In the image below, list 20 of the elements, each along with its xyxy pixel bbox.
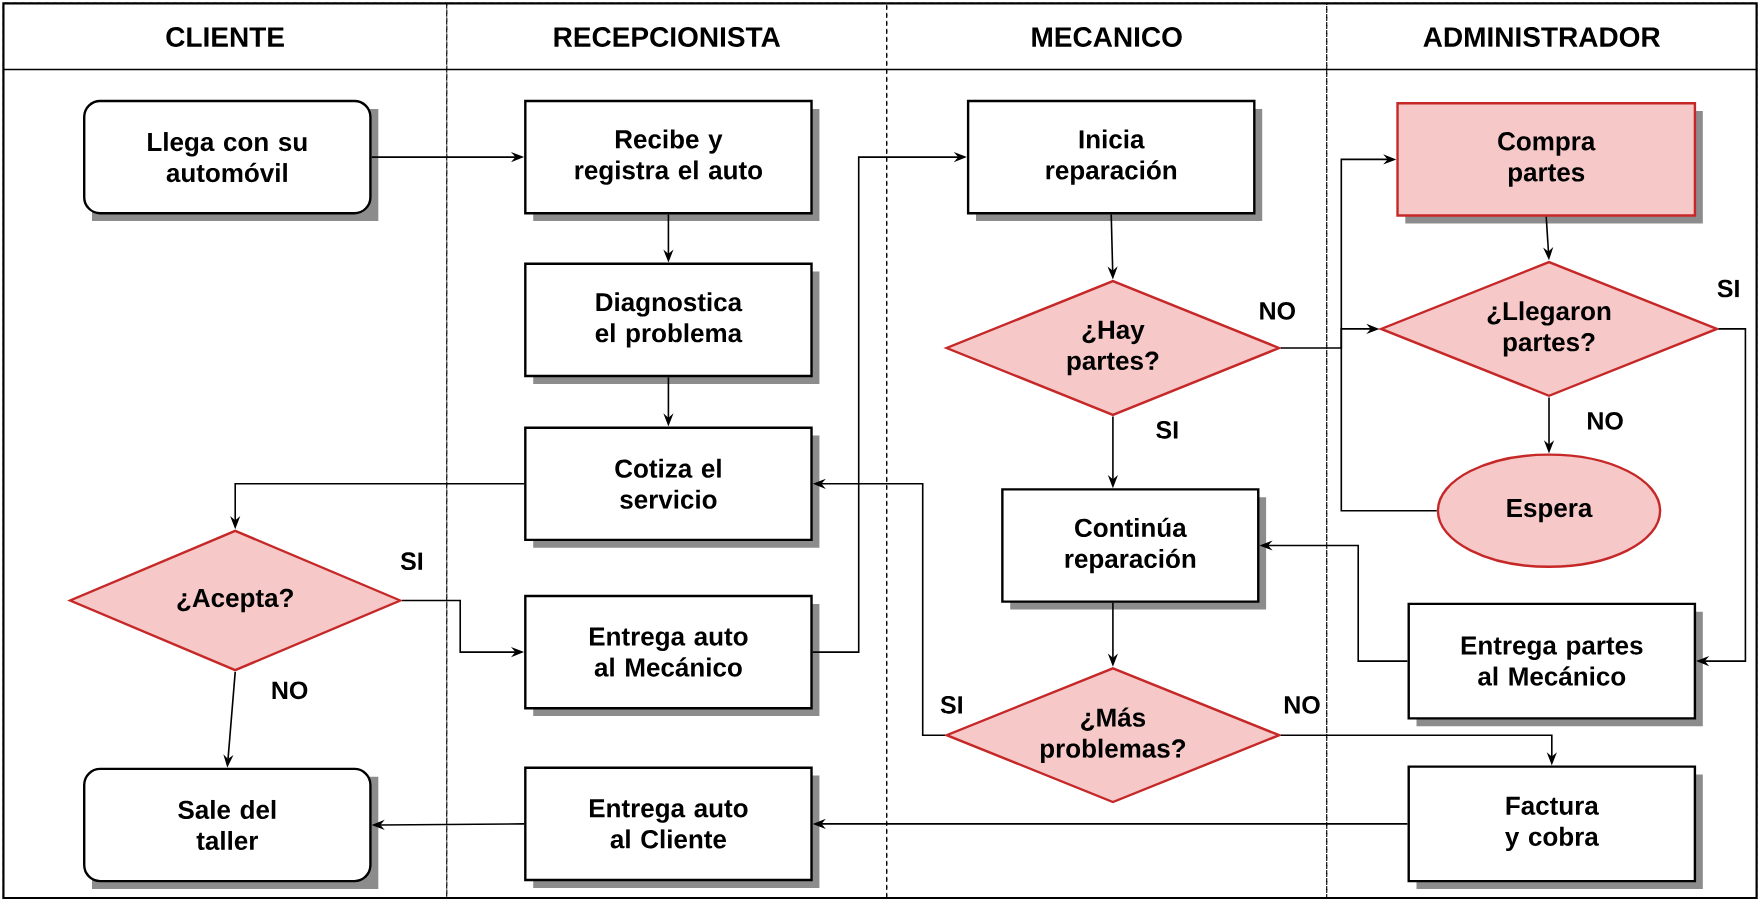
arrow (1340, 154, 1438, 512)
terminal-box: Sale del taller (83, 767, 379, 889)
oval-node: Espera (1436, 453, 1662, 568)
edge-label: SI (940, 696, 962, 714)
edge-label: NO (1284, 696, 1320, 714)
process-box: Entrega auto al Cliente (524, 766, 820, 888)
process-box: Cotiza el servicio (524, 426, 820, 548)
process-box: Factura y cobra (1407, 765, 1703, 889)
process-box: Diagnostica el problema (524, 262, 820, 384)
process-box: Compra partes (1396, 102, 1703, 224)
terminal-box: Llega con su automóvil (83, 99, 379, 222)
process-box: Inicia reparación (966, 99, 1263, 222)
process-box: Entrega auto al Mecánico (524, 594, 820, 717)
edge-label: NO (1588, 412, 1623, 430)
edge-label: NO (272, 681, 308, 700)
process-box: Entrega partes al Mecánico (1407, 602, 1703, 727)
process-box: Recibe y registra el auto (524, 99, 820, 222)
edge-label: SI (1156, 421, 1178, 439)
node-label: CLIENTE (166, 27, 284, 47)
process-box: Continúa reparación (1001, 488, 1267, 610)
